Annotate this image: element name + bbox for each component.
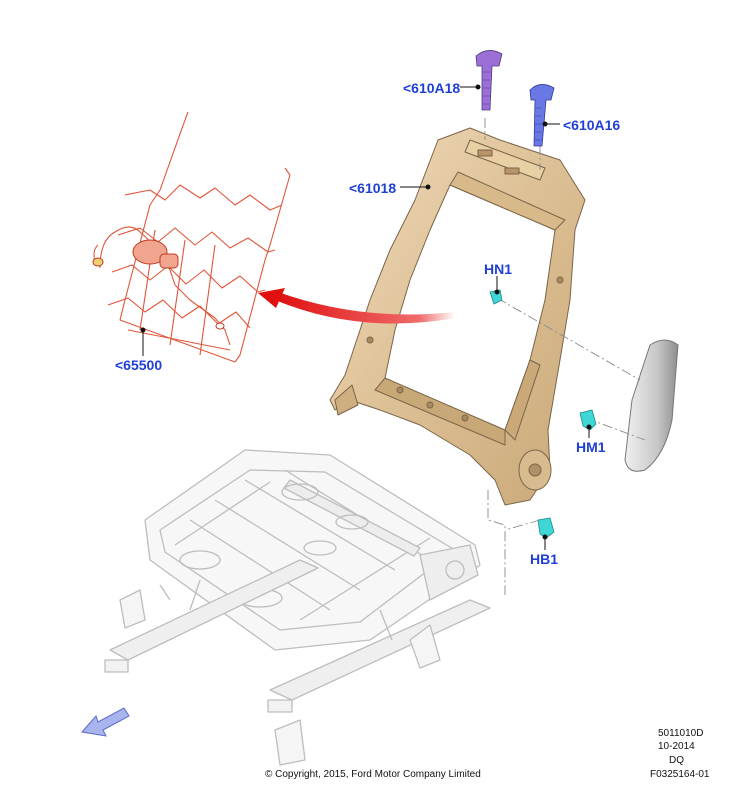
view-direction-arrow xyxy=(81,707,130,737)
diagram-date: 10-2014 xyxy=(658,741,695,752)
seat-back-frame xyxy=(329,127,586,506)
heater-mat-65500 xyxy=(93,111,291,363)
callout-61018: <61018 xyxy=(349,180,397,196)
callout-610a18: <610A18 xyxy=(403,80,461,96)
callout-610a16: <610A16 xyxy=(563,117,621,133)
bolt-610a16 xyxy=(529,84,555,147)
callout-leaders xyxy=(140,84,592,550)
callout-hn1: HN1 xyxy=(484,261,513,277)
figure-id: F0325164-01 xyxy=(650,769,710,780)
callout-65500: <65500 xyxy=(115,357,163,373)
seat-base-track xyxy=(104,449,491,766)
leader-lines xyxy=(484,118,646,595)
callout-hm1: HM1 xyxy=(576,439,606,455)
diagram-code: 5011010D xyxy=(658,728,704,739)
callout-hb1: HB1 xyxy=(530,551,559,567)
red-direction-arrow xyxy=(258,288,455,324)
side-bolster-pad xyxy=(624,339,679,472)
clip-hb1 xyxy=(537,517,555,539)
heater-motor xyxy=(92,239,225,330)
clip-hm1 xyxy=(579,409,597,431)
copyright-text: © Copyright, 2015, Ford Motor Company Li… xyxy=(265,769,481,780)
bolt-610a18 xyxy=(475,50,503,111)
diagram-series: DQ xyxy=(669,755,684,766)
